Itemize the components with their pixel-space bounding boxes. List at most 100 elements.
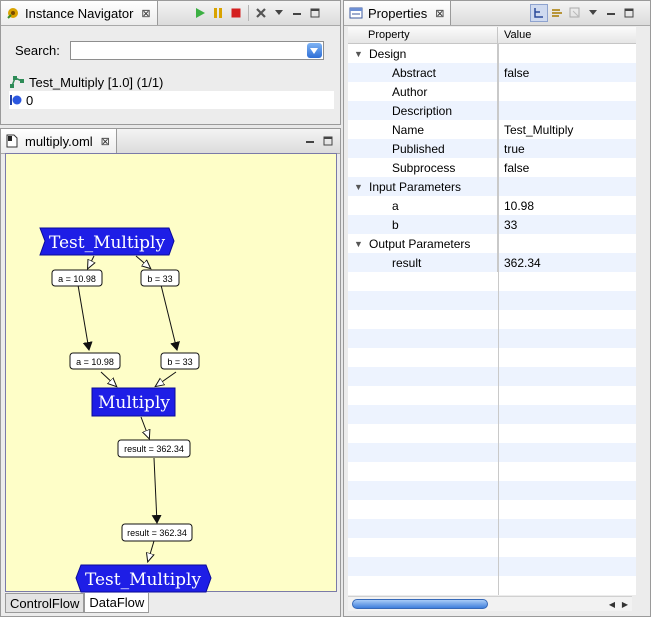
multiply-node[interactable]: Multiply bbox=[91, 387, 176, 417]
edge bbox=[156, 371, 177, 386]
property-key: Abstract bbox=[392, 65, 437, 80]
stop-icon[interactable] bbox=[227, 4, 245, 22]
expand-triangle-icon[interactable]: ▼ bbox=[354, 238, 363, 249]
process-icon bbox=[9, 75, 25, 89]
param-box-b-input[interactable]: b = 33 bbox=[160, 352, 200, 370]
maximize-icon[interactable] bbox=[319, 132, 337, 150]
property-value: false bbox=[504, 65, 530, 80]
result-box-final[interactable]: result = 362.34 bbox=[121, 523, 193, 542]
process-node-start[interactable]: Test_Multiply bbox=[39, 227, 175, 256]
edge bbox=[135, 255, 150, 268]
dataflow-canvas[interactable]: Test_Multiply a = 10.98 b = 33 a = 10.98… bbox=[5, 153, 337, 593]
empty-row bbox=[348, 272, 636, 291]
property-group-row[interactable]: ▼Output Parameters bbox=[348, 234, 636, 253]
property-key-cell: ▼Input Parameters bbox=[348, 177, 498, 196]
property-key-cell: Name bbox=[348, 120, 498, 139]
close-icon[interactable]: ⊠ bbox=[141, 7, 151, 20]
show-categories-icon[interactable] bbox=[530, 4, 548, 22]
empty-row bbox=[348, 405, 636, 424]
view-menu-icon[interactable] bbox=[584, 4, 602, 22]
tree-item-process[interactable]: Test_Multiply [1.0] (1/1) bbox=[9, 73, 334, 91]
scroll-right-icon[interactable]: ▶ bbox=[621, 599, 629, 609]
empty-row bbox=[348, 443, 636, 462]
dropdown-arrow-icon[interactable] bbox=[306, 43, 322, 58]
edge bbox=[148, 540, 154, 561]
restore-default-icon[interactable] bbox=[566, 4, 584, 22]
param-label: b = 33 bbox=[147, 274, 172, 284]
minimize-icon[interactable] bbox=[288, 4, 306, 22]
scroll-left-icon[interactable]: ◀ bbox=[608, 599, 616, 609]
toolbar-divider bbox=[248, 5, 249, 21]
remove-icon[interactable] bbox=[252, 4, 270, 22]
property-row[interactable]: Author bbox=[348, 82, 636, 101]
search-input[interactable] bbox=[69, 41, 324, 60]
empty-row bbox=[348, 424, 636, 443]
tab-instance-navigator[interactable]: Instance Navigator ⊠ bbox=[1, 1, 158, 25]
instance-tree: Test_Multiply [1.0] (1/1) 0 bbox=[9, 73, 334, 109]
search-label: Search: bbox=[15, 43, 60, 58]
empty-row bbox=[348, 576, 636, 595]
property-value: 10.98 bbox=[504, 198, 535, 213]
minimize-icon[interactable] bbox=[602, 4, 620, 22]
column-header-value[interactable]: Value bbox=[504, 29, 532, 41]
property-key-cell: b bbox=[348, 215, 498, 234]
empty-row bbox=[348, 538, 636, 557]
empty-row bbox=[348, 462, 636, 481]
property-value: 362.34 bbox=[504, 255, 541, 270]
tab-properties[interactable]: Properties ⊠ bbox=[344, 1, 452, 25]
property-key: Published bbox=[392, 141, 445, 156]
expand-triangle-icon[interactable]: ▼ bbox=[354, 48, 363, 59]
node-label: Test_Multiply bbox=[49, 233, 166, 253]
result-box-output[interactable]: result = 362.34 bbox=[117, 439, 191, 458]
navigator-tabbar: Instance Navigator ⊠ bbox=[1, 1, 340, 26]
expand-triangle-icon[interactable]: ▼ bbox=[354, 181, 363, 192]
param-box-a-input[interactable]: a = 10.98 bbox=[69, 352, 121, 370]
tab-title: multiply.oml bbox=[25, 133, 93, 149]
column-header-property[interactable]: Property bbox=[348, 27, 498, 43]
tab-controlflow[interactable]: ControlFlow bbox=[5, 593, 85, 613]
node-label: Multiply bbox=[98, 393, 170, 413]
scroll-thumb[interactable] bbox=[352, 599, 488, 609]
horizontal-scrollbar[interactable]: ◀ ▶ bbox=[348, 596, 632, 611]
maximize-icon[interactable] bbox=[620, 4, 638, 22]
view-menu-icon[interactable] bbox=[270, 4, 288, 22]
column-divider bbox=[498, 43, 499, 595]
property-key: Author bbox=[392, 84, 428, 99]
property-row[interactable]: Description bbox=[348, 101, 636, 120]
edge bbox=[100, 371, 116, 386]
properties-tabbar: Properties ⊠ bbox=[344, 1, 650, 26]
tab-label: DataFlow bbox=[89, 595, 145, 610]
property-key: b bbox=[392, 217, 399, 232]
editor-tabbar: multiply.oml ⊠ bbox=[1, 129, 340, 154]
tab-dataflow[interactable]: DataFlow bbox=[84, 593, 150, 613]
param-label: a = 10.98 bbox=[76, 357, 114, 367]
property-group-row[interactable]: ▼Input Parameters bbox=[348, 177, 636, 196]
tab-multiply-oml[interactable]: multiply.oml ⊠ bbox=[1, 129, 117, 153]
process-node-end[interactable]: Test_Multiply bbox=[75, 564, 212, 593]
tree-item-instance[interactable]: 0 bbox=[9, 91, 334, 109]
empty-row bbox=[348, 329, 636, 348]
property-group-row[interactable]: ▼Design bbox=[348, 44, 636, 63]
tab-label: ControlFlow bbox=[10, 595, 80, 611]
filter-advanced-icon[interactable] bbox=[548, 4, 566, 22]
close-icon[interactable]: ⊠ bbox=[100, 135, 110, 148]
close-icon[interactable]: ⊠ bbox=[435, 7, 445, 20]
editor-pane: multiply.oml ⊠ bbox=[0, 128, 341, 617]
minimize-icon[interactable] bbox=[301, 132, 319, 150]
edge bbox=[140, 416, 149, 438]
param-box-a[interactable]: a = 10.98 bbox=[51, 269, 103, 287]
property-row[interactable]: Abstract false bbox=[348, 63, 636, 82]
pause-icon[interactable] bbox=[209, 4, 227, 22]
maximize-icon[interactable] bbox=[306, 4, 324, 22]
search-row: Search: bbox=[15, 41, 324, 60]
play-icon[interactable] bbox=[191, 4, 209, 22]
param-box-b[interactable]: b = 33 bbox=[140, 269, 180, 287]
